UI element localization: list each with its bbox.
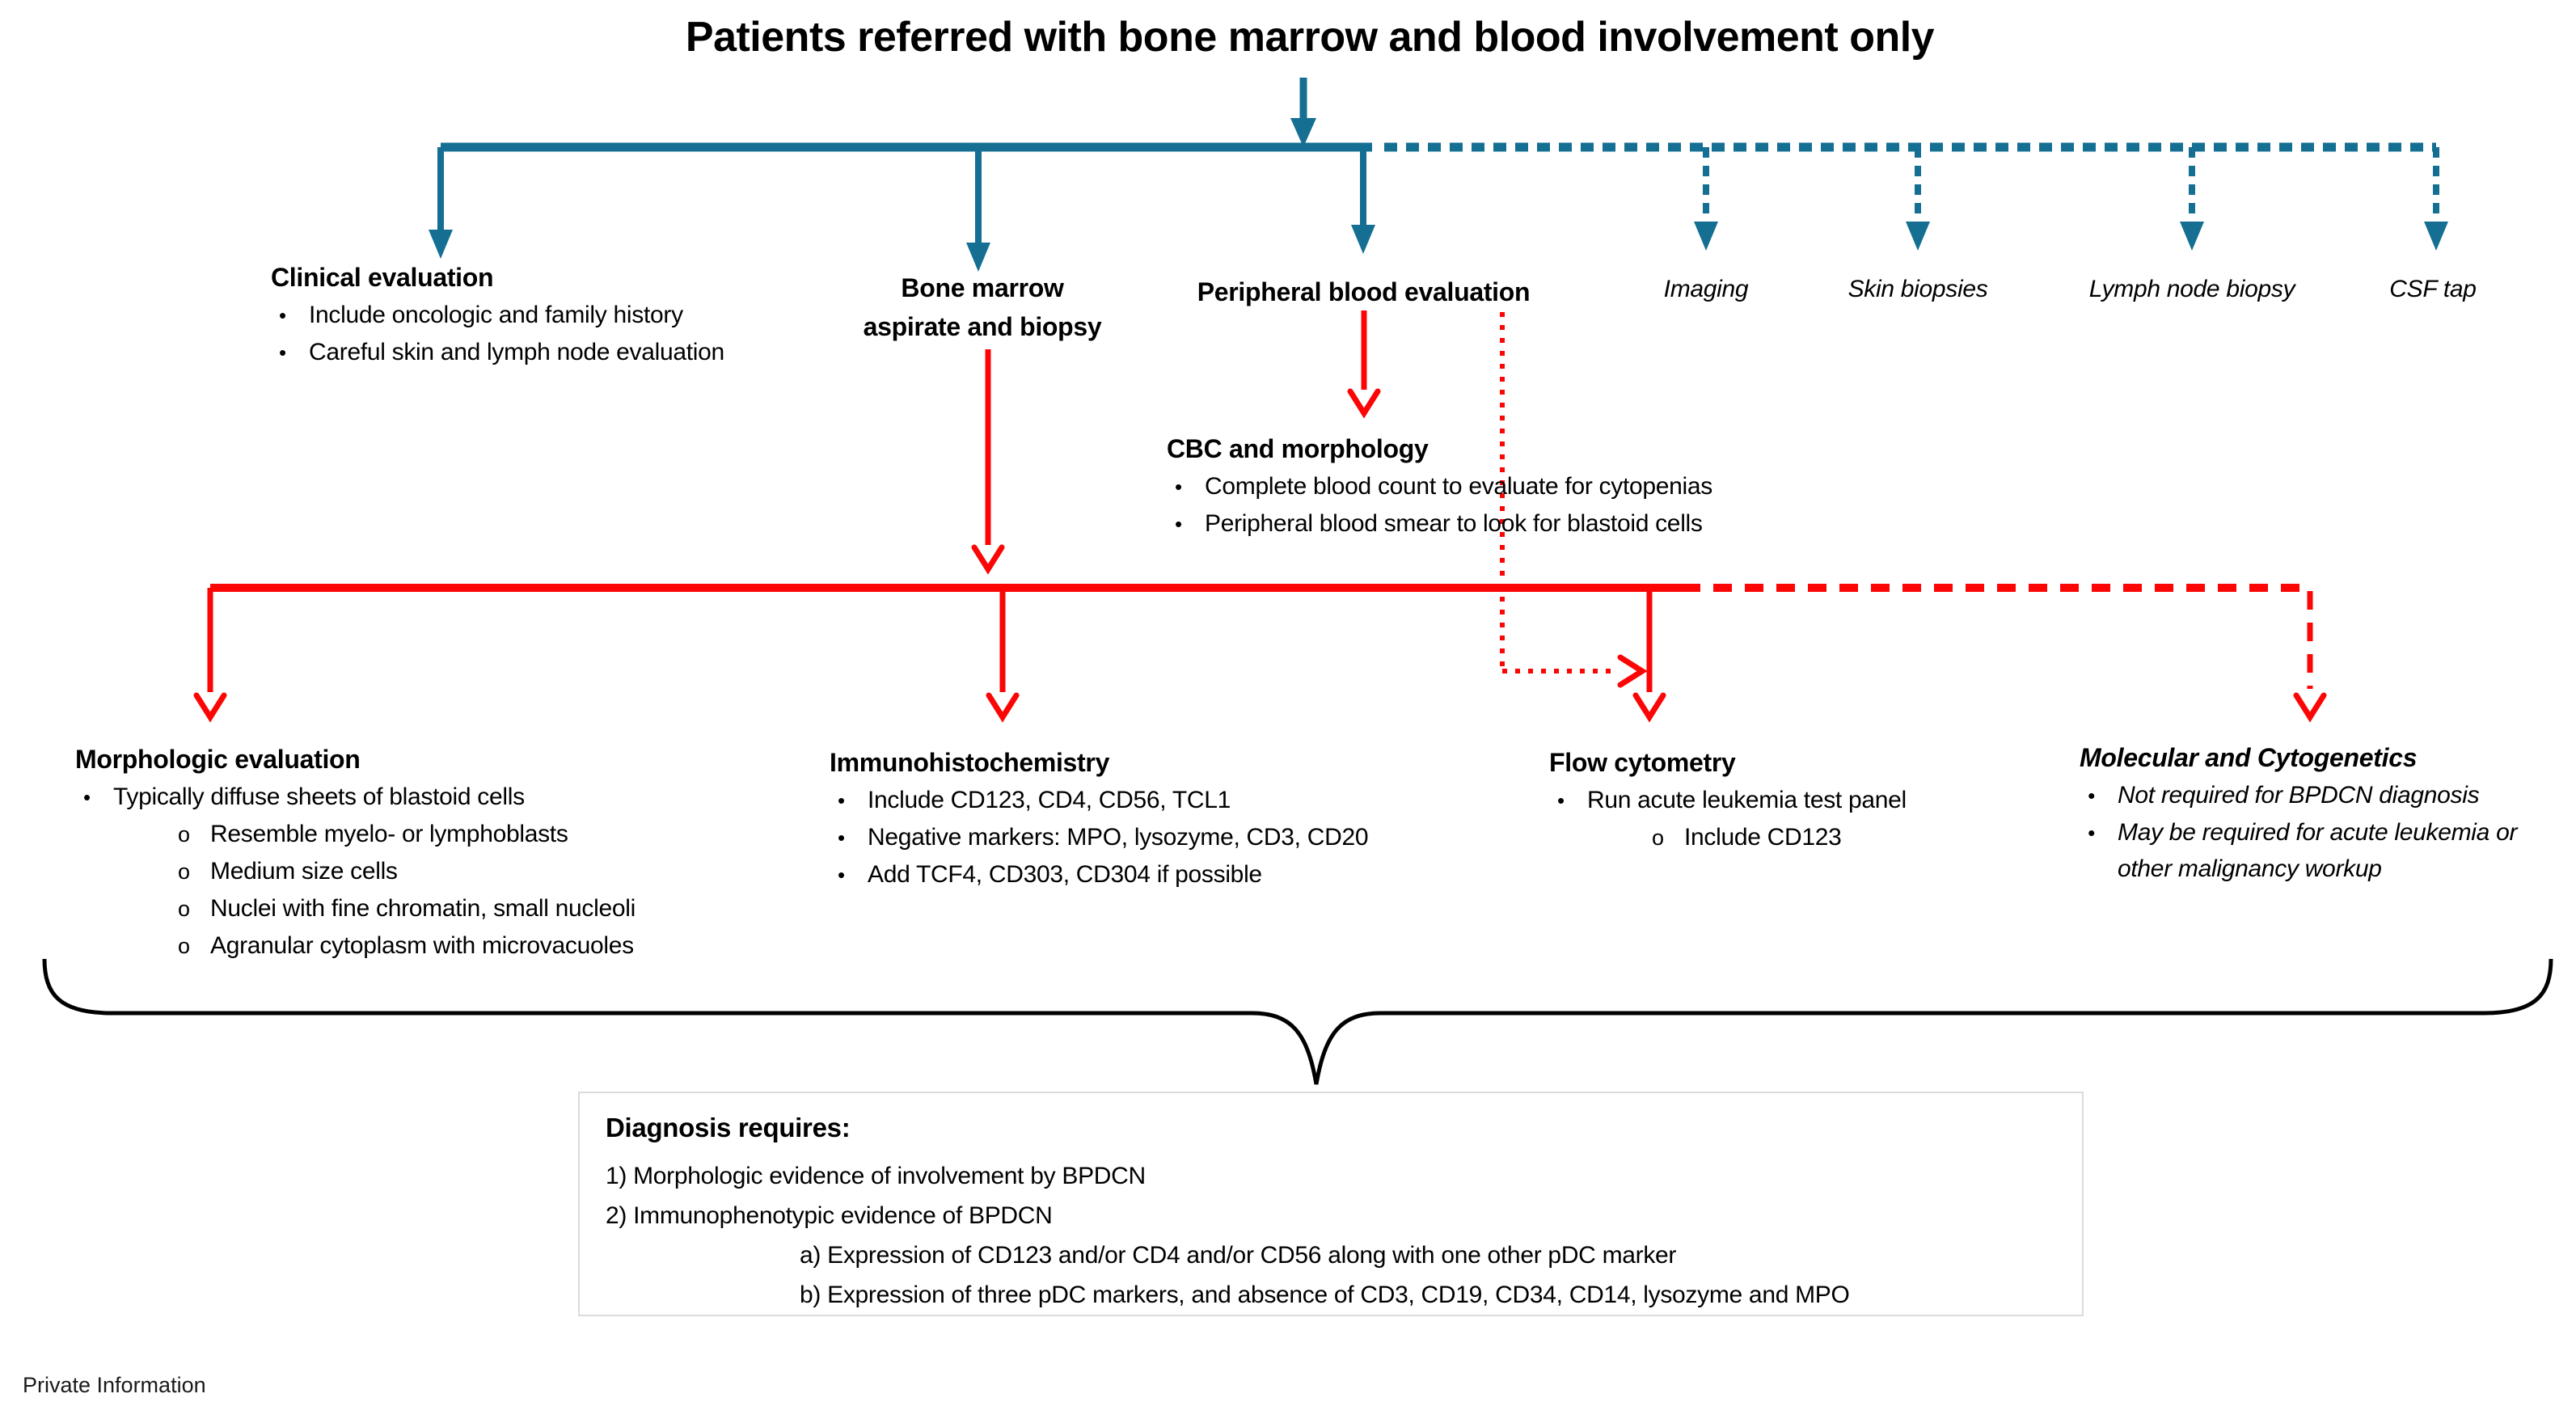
diagnosis-sub-line: a) Expression of CD123 and/or CD4 and/or…: [800, 1242, 1677, 1269]
drop-morphologic-arrowhead-icon: [193, 692, 227, 723]
cbc-heading: CBC and morphology: [1167, 434, 1429, 463]
drop-peripheral-arrowhead-icon: [1351, 225, 1375, 254]
label-imaging: Imaging: [1663, 276, 1749, 302]
circle-bullet-icon: [178, 816, 210, 853]
morphologic-bullet: Typically diffuse sheets of blastoid cel…: [113, 783, 525, 810]
diagnosis-line: 1) Morphologic evidence of involvement b…: [606, 1163, 1146, 1189]
bullet-icon: [2088, 777, 2118, 814]
arrow-bone-marrow-feed-head-icon: [971, 544, 1005, 575]
bullet-icon: [83, 779, 113, 816]
flow-sub-bullet: Include CD123: [1684, 824, 1842, 851]
label-skin-biopsies: Skin biopsies: [1848, 276, 1988, 302]
list-item: Run acute leukemia test panel: [1549, 782, 2002, 819]
immunohistochemistry-block: Immunohistochemistry Include CD123, CD4,…: [830, 744, 1460, 893]
drop-csf-tap-arrowhead-icon: [2424, 222, 2448, 251]
circle-bullet-icon: [1652, 819, 1684, 856]
bullet-icon: [1175, 468, 1205, 505]
list-item: Not required for BPDCN diagnosis: [2080, 777, 2549, 814]
list-item: Include CD123: [1549, 819, 2002, 856]
ihc-bullet: Include CD123, CD4, CD56, TCL1: [868, 787, 1231, 813]
label-lymph-node-biopsy: Lymph node biopsy: [2088, 276, 2295, 302]
drop-bone-marrow-arrowhead-icon: [966, 243, 990, 272]
list-item: Agranular cytoplasm with microvacuoles: [75, 927, 754, 965]
list-item: Peripheral blood smear to look for blast…: [1167, 505, 1830, 543]
bullet-icon: [838, 856, 868, 893]
molecular-bullet: May be required for acute leukemia or ot…: [2118, 819, 2518, 882]
morphologic-sub-bullet: Agranular cytoplasm with microvacuoles: [210, 932, 634, 959]
list-item: Include oncologic and family history: [271, 297, 837, 334]
molecular-bullet: Not required for BPDCN diagnosis: [2118, 782, 2480, 809]
bullet-icon: [2088, 814, 2118, 851]
peripheral-blood-block: Peripheral blood evaluation: [1159, 273, 1568, 311]
diagnosis-sub-line: b) Expression of three pDC markers, and …: [800, 1282, 1850, 1308]
bullet-icon: [1557, 782, 1587, 819]
clinical-bullet: Include oncologic and family history: [309, 302, 683, 328]
list-item: Complete blood count to evaluate for cyt…: [1167, 468, 1830, 505]
drop-imaging-arrowhead-icon: [1694, 222, 1718, 251]
cbc-bullet: Peripheral blood smear to look for blast…: [1205, 510, 1703, 537]
arrow-peripheral-to-cbc-head-icon: [1347, 388, 1381, 419]
clinical-evaluation-block: Clinical evaluation Include oncologic an…: [271, 259, 837, 371]
clinical-bullet: Careful skin and lymph node evaluation: [309, 339, 724, 365]
bone-marrow-block: Bone marrow aspirate and biopsy: [821, 268, 1144, 346]
flow-bullet: Run acute leukemia test panel: [1587, 787, 1907, 813]
bullet-icon: [1175, 505, 1205, 543]
drop-molecular-arrowhead-icon: [2293, 692, 2327, 723]
list-item: Medium size cells: [75, 853, 754, 890]
page-title: Patients referred with bone marrow and b…: [685, 14, 1935, 61]
cbc-block: CBC and morphology Complete blood count …: [1167, 430, 1830, 543]
drop-flow-cytometry-arrowhead-icon: [1632, 692, 1666, 723]
flow-cytometry-block: Flow cytometry Run acute leukemia test p…: [1549, 744, 2002, 856]
morphologic-evaluation-block: Morphologic evaluation Typically diffuse…: [75, 741, 754, 965]
list-item: Include CD123, CD4, CD56, TCL1: [830, 782, 1460, 819]
peripheral-blood-heading: Peripheral blood evaluation: [1197, 277, 1531, 306]
ihc-bullet: Add TCF4, CD303, CD304 if possible: [868, 861, 1262, 888]
list-item: Careful skin and lymph node evaluation: [271, 334, 837, 371]
diagnosis-line: 2) Immunophenotypic evidence of BPDCN: [606, 1202, 1053, 1229]
drop-lymph-node-arrowhead-icon: [2180, 222, 2204, 251]
list-item: Negative markers: MPO, lysozyme, CD3, CD…: [830, 819, 1460, 856]
circle-bullet-icon: [178, 927, 210, 965]
list-item: Typically diffuse sheets of blastoid cel…: [75, 779, 754, 816]
drop-immunohistochemistry-arrowhead-icon: [986, 692, 1020, 723]
summary-brace-icon: [42, 958, 2553, 1085]
bone-marrow-heading-line1: Bone marrow: [901, 273, 1064, 302]
molecular-cytogenetics-block: Molecular and Cytogenetics Not required …: [2080, 739, 2549, 887]
list-item: Add TCF4, CD303, CD304 if possible: [830, 856, 1460, 893]
list-item: Resemble myelo- or lymphoblasts: [75, 816, 754, 853]
label-csf-tap: CSF tap: [2389, 276, 2477, 302]
ihc-bullet: Negative markers: MPO, lysozyme, CD3, CD…: [868, 824, 1369, 851]
morphologic-heading: Morphologic evaluation: [75, 745, 361, 774]
bullet-icon: [838, 782, 868, 819]
footer-classification-label: Private Information: [23, 1373, 206, 1397]
clinical-evaluation-heading: Clinical evaluation: [271, 263, 494, 292]
bullet-icon: [838, 819, 868, 856]
dotted-connector-arrowhead-icon: [1617, 654, 1648, 688]
molecular-heading: Molecular and Cytogenetics: [2080, 743, 2418, 772]
flow-cytometry-heading: Flow cytometry: [1549, 748, 1736, 777]
diagnosis-heading: Diagnosis requires:: [606, 1113, 851, 1142]
diagnosis-requirements-box: Diagnosis requires: 1) Morphologic evide…: [578, 1092, 2084, 1316]
bullet-icon: [279, 334, 309, 371]
list-item: May be required for acute leukemia or ot…: [2080, 814, 2549, 887]
drop-skin-biopsies-arrowhead-icon: [1906, 222, 1930, 251]
drop-clinical-arrowhead-icon: [429, 230, 453, 259]
morphologic-sub-bullet: Resemble myelo- or lymphoblasts: [210, 821, 568, 847]
circle-bullet-icon: [178, 890, 210, 927]
morphologic-sub-bullet: Nuclei with fine chromatin, small nucleo…: [210, 895, 636, 922]
circle-bullet-icon: [178, 853, 210, 890]
bullet-icon: [279, 297, 309, 334]
immunohistochemistry-heading: Immunohistochemistry: [830, 748, 1110, 777]
bone-marrow-heading-line2: aspirate and biopsy: [863, 312, 1102, 341]
cbc-bullet: Complete blood count to evaluate for cyt…: [1205, 473, 1712, 500]
list-item: Nuclei with fine chromatin, small nucleo…: [75, 890, 754, 927]
title-stem-arrowhead-icon: [1290, 118, 1316, 147]
morphologic-sub-bullet: Medium size cells: [210, 858, 398, 885]
